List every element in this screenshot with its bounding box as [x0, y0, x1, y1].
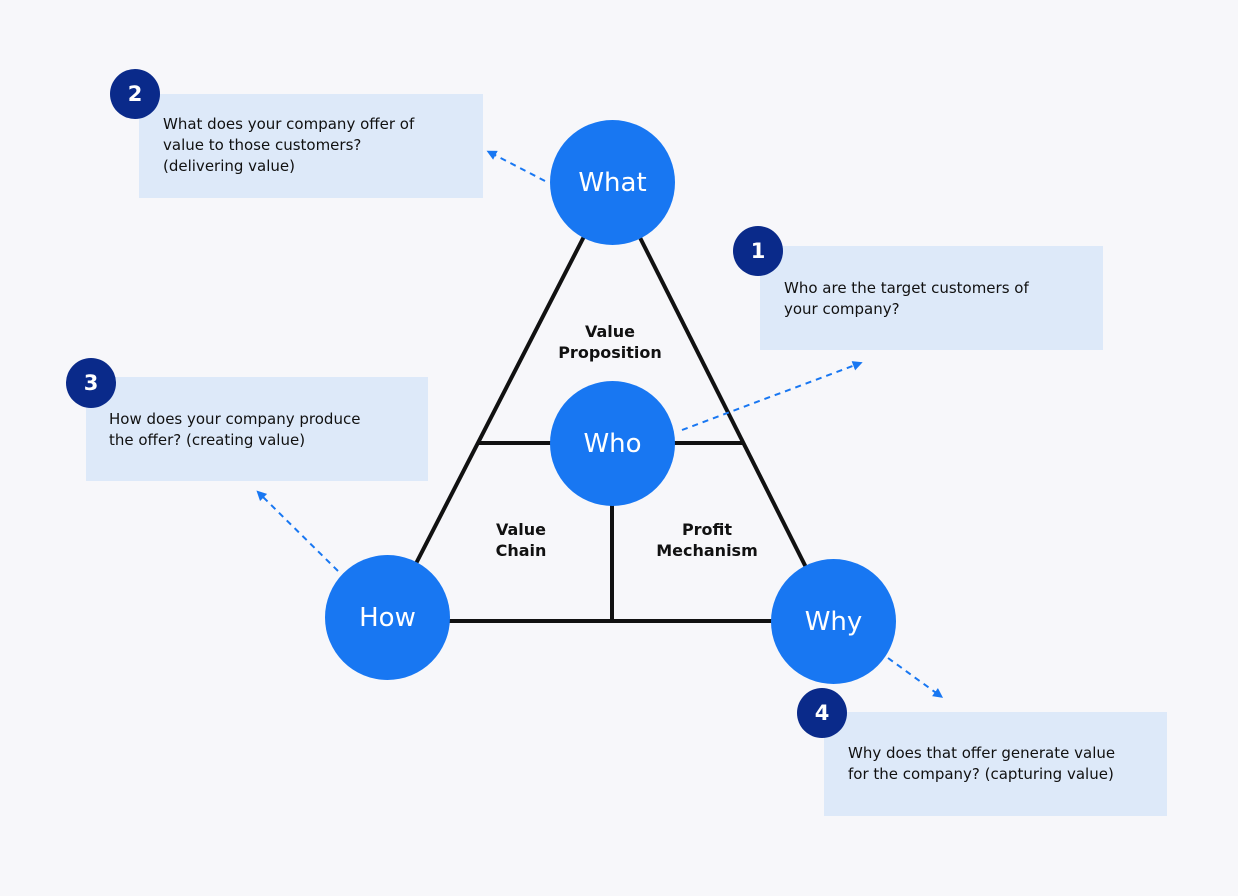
question-box-3: How does your company produce the offer?…: [86, 377, 428, 481]
region-label-value-proposition: Value Proposition: [558, 322, 662, 362]
question-1-text: Who are the target customers of your com…: [784, 279, 1029, 318]
badge-number-2: 2: [110, 69, 160, 119]
node-why: Why: [771, 559, 896, 684]
arrow-who-to-q1: [681, 361, 863, 431]
badge-number-1: 1: [733, 226, 783, 276]
question-box-2: What does your company offer of value to…: [139, 94, 483, 198]
region-label-profit-mechanism: Profit Mechanism: [656, 520, 758, 560]
node-how: How: [325, 555, 450, 680]
triangle-edge-right: [610, 181, 835, 622]
arrow-why-to-q4: [887, 657, 944, 698]
question-box-1: Who are the target customers of your com…: [760, 246, 1103, 350]
region-label-value-chain: Value Chain: [495, 520, 547, 560]
node-what: What: [550, 120, 675, 245]
question-4-text: Why does that offer generate value for t…: [848, 744, 1116, 783]
badge-number-4: 4: [797, 688, 847, 738]
question-2-text: What does your company offer of value to…: [163, 115, 415, 175]
node-who: Who: [550, 381, 675, 506]
question-3-text: How does your company produce the offer?…: [109, 410, 361, 449]
badge-number-3: 3: [66, 358, 116, 408]
arrow-how-to-q3: [256, 490, 339, 572]
question-box-4: Why does that offer generate value for t…: [824, 712, 1167, 816]
arrow-what-to-q2: [486, 150, 546, 182]
triangle-edge-left: [386, 181, 614, 619]
